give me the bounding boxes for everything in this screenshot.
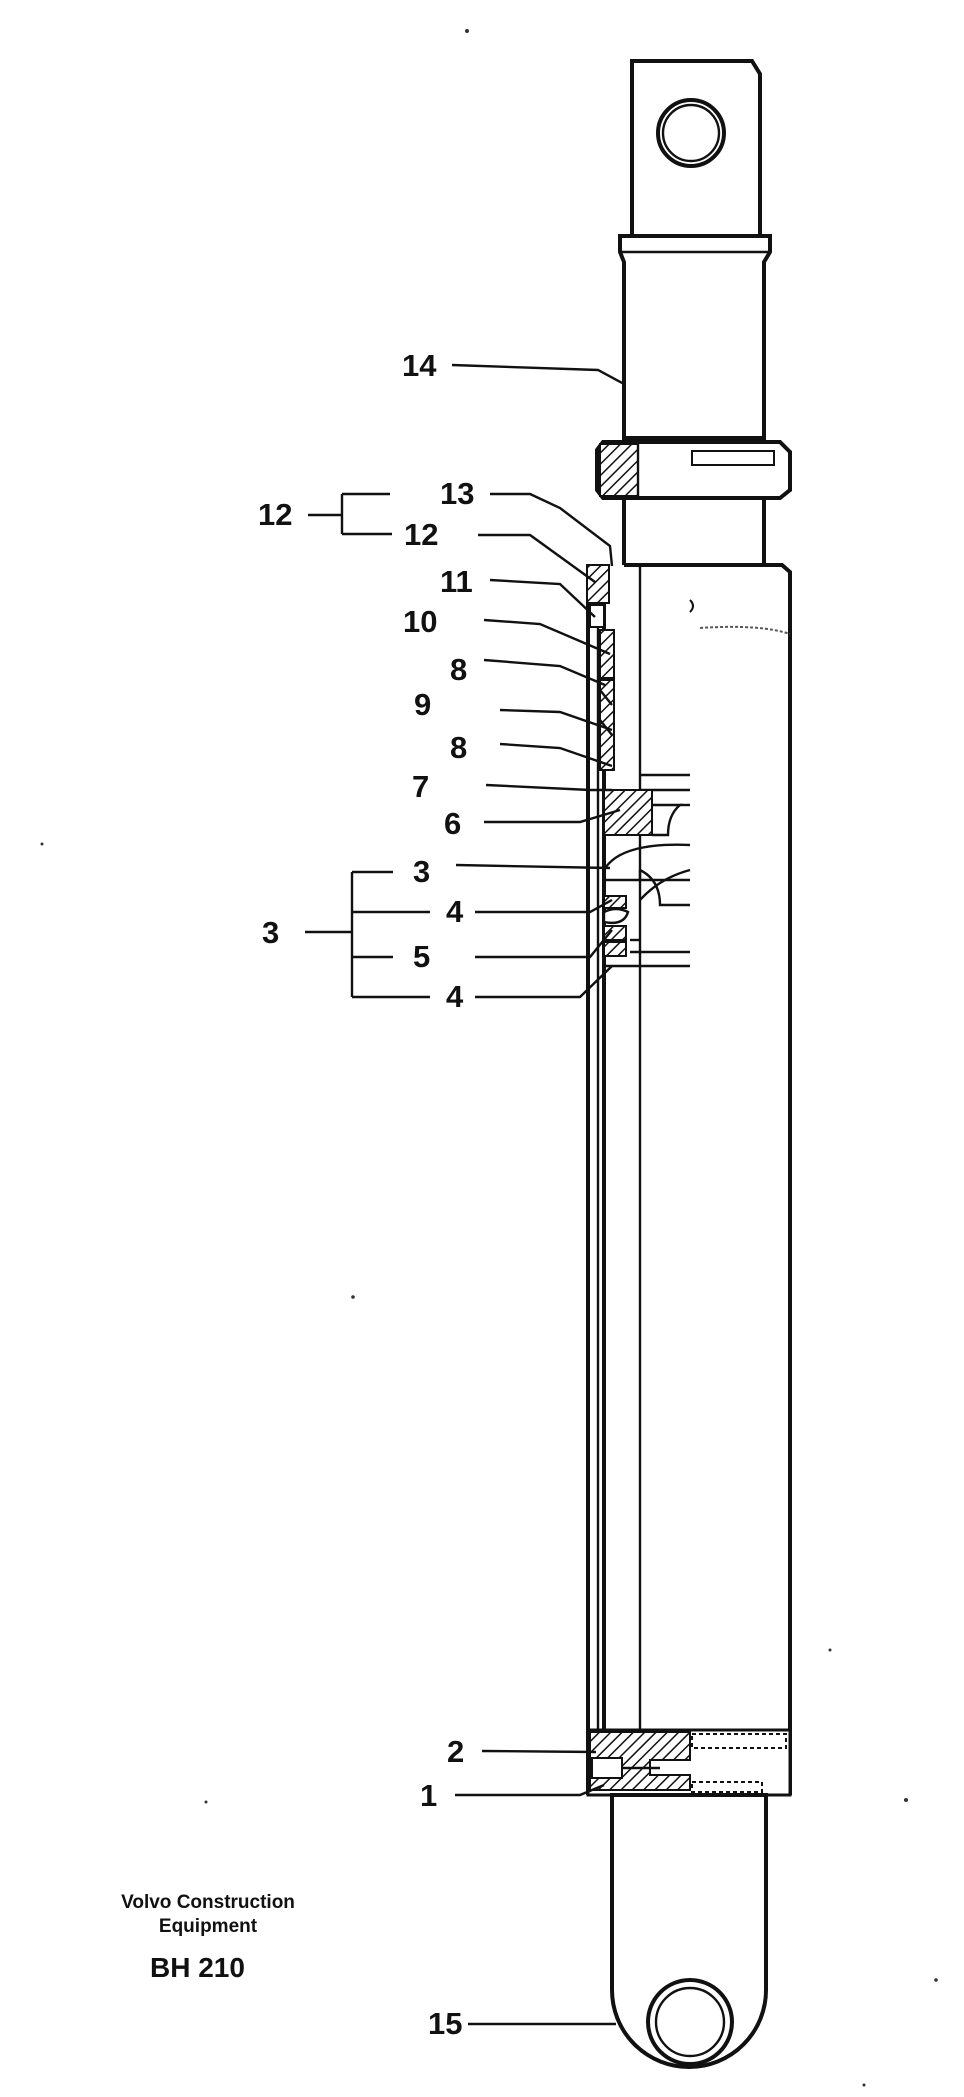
label-14: 14 [402,348,437,383]
label-8-upper: 8 [450,652,467,687]
label-9: 9 [414,687,431,722]
label-15: 15 [428,2006,462,2041]
footer-branding: Volvo Construction Equipment BH 210 [121,1892,295,1983]
cylinder-bottom-end [586,1728,792,1797]
label-3: 3 [413,854,430,889]
brand-line-2: Equipment [159,1916,258,1937]
label-12-group: 12 [258,497,292,532]
cylinder-tube [586,563,792,1795]
rod-eye-top [630,59,762,238]
label-11: 11 [440,564,473,599]
brand-line-1: Volvo Construction [121,1892,295,1913]
piston-rod-middle [622,498,766,565]
label-12: 12 [404,517,438,552]
piston-rod-upper [618,234,772,440]
label-4-lower: 4 [446,979,464,1014]
label-4-upper: 4 [446,894,464,929]
label-13: 13 [440,476,474,511]
label-7: 7 [412,769,429,804]
label-6: 6 [444,806,461,841]
label-5: 5 [413,939,430,974]
cylinder-head-nut [595,440,792,500]
label-8-lower: 8 [450,730,467,765]
model-number: BH 210 [150,1952,245,1983]
label-2: 2 [447,1734,464,1769]
leader-lines [305,363,625,2026]
scan-specks [40,29,938,2087]
label-1: 1 [420,1778,437,1813]
part-labels: 14 12 13 12 11 10 8 9 8 7 6 3 3 4 5 4 2 … [258,348,474,2041]
piston-section [602,773,691,968]
rod-eye-bottom [610,1793,768,2069]
head-seal-section [586,564,615,771]
label-10: 10 [403,604,437,639]
label-3-group: 3 [262,915,279,950]
